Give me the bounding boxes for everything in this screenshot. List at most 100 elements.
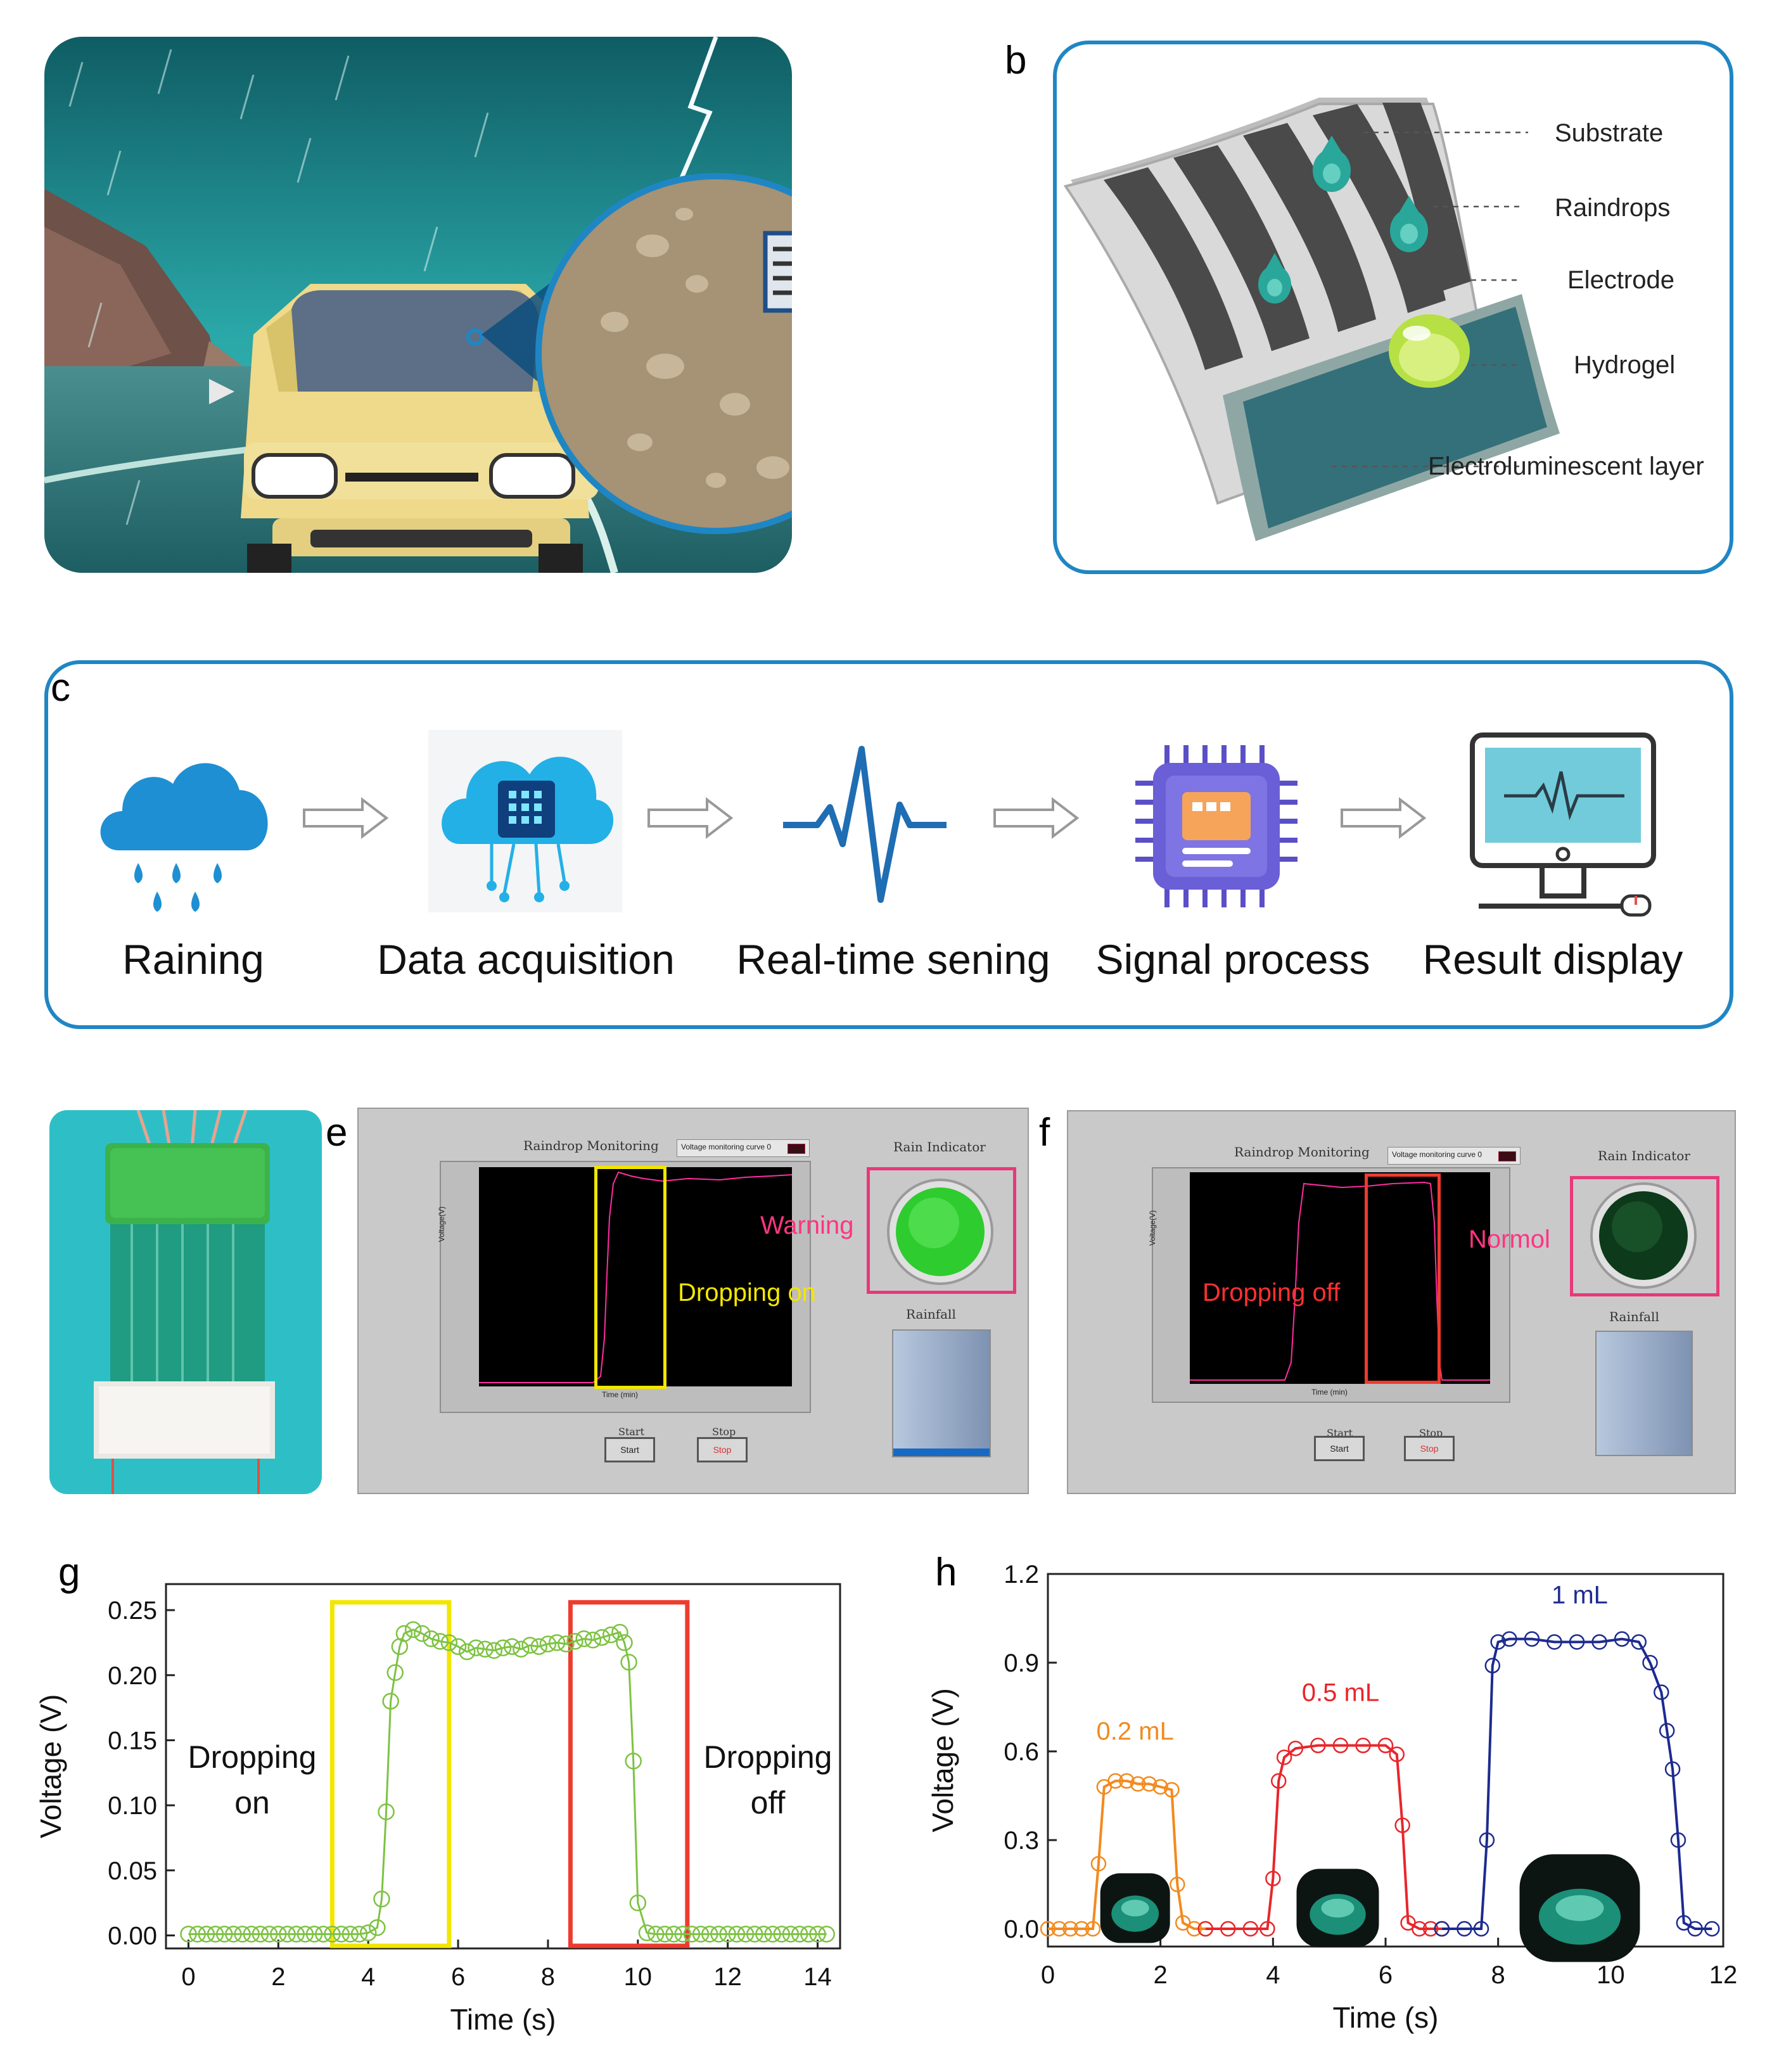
y-tick-label: 0.6 bbox=[1004, 1738, 1039, 1766]
data-point bbox=[1051, 1921, 1068, 1937]
x-tick-label: 12 bbox=[1709, 1961, 1738, 1989]
x-tick-label: 4 bbox=[361, 1963, 375, 1991]
sensor-layer-diagram bbox=[1053, 41, 1733, 574]
panel-b-frame bbox=[1053, 41, 1733, 574]
data-point bbox=[818, 1926, 835, 1943]
x-tick-label: 0 bbox=[181, 1963, 195, 1991]
label-substrate: Substrate bbox=[1555, 119, 1664, 147]
data-point bbox=[521, 1637, 539, 1654]
rain-indicator-title: Rain Indicator bbox=[1598, 1148, 1690, 1163]
legend-swatch bbox=[1498, 1151, 1516, 1161]
y-tick-label: 0.05 bbox=[108, 1857, 157, 1885]
waveform-icon bbox=[779, 732, 950, 910]
data-point bbox=[1276, 1749, 1292, 1765]
cloud-chip-icon bbox=[428, 730, 622, 912]
annotation-dropping-on-line1: Dropping bbox=[188, 1739, 317, 1775]
data-point bbox=[1591, 1634, 1607, 1650]
data-point bbox=[809, 1926, 826, 1943]
data-point bbox=[449, 1638, 467, 1655]
data-point bbox=[1152, 1779, 1168, 1795]
data-point bbox=[315, 1926, 332, 1943]
y-axis-label-f: Voltage(V) bbox=[1148, 1210, 1157, 1246]
x-tick-label: 4 bbox=[1266, 1961, 1280, 1989]
data-point bbox=[386, 1664, 404, 1681]
data-point bbox=[198, 1926, 215, 1943]
legend-label: Voltage monitoring curve 0 bbox=[681, 1142, 772, 1151]
data-point bbox=[1062, 1921, 1078, 1937]
label-electroluminescent-layer: Electroluminescent layer bbox=[1428, 452, 1704, 480]
data-point bbox=[1085, 1921, 1101, 1937]
data-point bbox=[305, 1926, 323, 1943]
data-point bbox=[476, 1640, 494, 1658]
data-point bbox=[1130, 1776, 1146, 1792]
data-point bbox=[513, 1640, 530, 1658]
data-point bbox=[431, 1633, 449, 1650]
series-line-2 bbox=[1441, 1637, 1712, 1930]
rain-indicator-lamp-on bbox=[883, 1176, 997, 1288]
data-point bbox=[279, 1926, 296, 1943]
dropping-on-highlight-box bbox=[594, 1166, 666, 1389]
legend-label: Voltage monitoring curve 0 bbox=[1392, 1150, 1482, 1159]
stop-button[interactable]: Stop bbox=[1404, 1436, 1455, 1461]
data-point bbox=[215, 1926, 233, 1943]
data-point bbox=[593, 1628, 611, 1646]
step-result-display: Result display bbox=[1422, 936, 1683, 983]
x-tick-label: 14 bbox=[803, 1963, 832, 1991]
voltage-series-line bbox=[188, 1628, 827, 1935]
data-point bbox=[1242, 1921, 1259, 1937]
data-point bbox=[494, 1639, 512, 1656]
data-point bbox=[764, 1926, 781, 1943]
monitor-display-icon bbox=[1466, 730, 1660, 923]
data-point bbox=[1479, 1832, 1495, 1848]
x-axis-label: Time (s) bbox=[450, 2003, 556, 2036]
data-point bbox=[728, 1926, 746, 1943]
data-point bbox=[324, 1926, 341, 1943]
data-point bbox=[189, 1926, 206, 1943]
data-point bbox=[737, 1926, 755, 1943]
legend-swatch bbox=[787, 1144, 805, 1154]
data-point bbox=[1170, 1876, 1185, 1893]
step-raining: Raining bbox=[122, 936, 264, 983]
x-tick-label: 0 bbox=[1041, 1961, 1055, 1989]
data-point bbox=[1687, 1921, 1703, 1937]
data-point bbox=[341, 1926, 359, 1943]
data-point bbox=[1642, 1654, 1658, 1671]
data-point bbox=[558, 1635, 575, 1653]
arrow-right-icon bbox=[1339, 796, 1428, 840]
warning-status-label: Warning bbox=[760, 1212, 854, 1239]
data-point bbox=[674, 1926, 691, 1943]
stop-button[interactable]: Stop bbox=[697, 1437, 748, 1462]
data-point bbox=[1197, 1921, 1213, 1937]
series-line-1 bbox=[1205, 1744, 1442, 1930]
y-tick-label: 0.15 bbox=[108, 1727, 157, 1755]
data-point bbox=[243, 1926, 260, 1943]
x-axis-label: Time (s) bbox=[1333, 2001, 1439, 2034]
data-point bbox=[1670, 1832, 1687, 1848]
series-label-0: 0.2 mL bbox=[1097, 1717, 1174, 1745]
data-point bbox=[382, 1692, 399, 1710]
data-point bbox=[1704, 1921, 1720, 1937]
rain-indicator-highlight-box bbox=[867, 1167, 1016, 1294]
arrow-right-icon bbox=[302, 796, 390, 840]
x-axis-label-f: Time (min) bbox=[1311, 1388, 1348, 1397]
y-axis-label: Voltage (V) bbox=[926, 1688, 959, 1832]
data-point bbox=[683, 1926, 701, 1943]
start-button[interactable]: Start bbox=[1314, 1436, 1365, 1461]
dropping-off-highlight-box bbox=[1365, 1173, 1441, 1384]
data-point bbox=[1490, 1634, 1506, 1650]
voltage-plot-screen-e bbox=[479, 1167, 792, 1386]
x-tick-label: 6 bbox=[451, 1963, 465, 1991]
plot-frame bbox=[165, 1583, 841, 1950]
start-button[interactable]: Start bbox=[604, 1437, 655, 1462]
data-point bbox=[1310, 1737, 1326, 1753]
dropping-off-box bbox=[568, 1600, 690, 1948]
data-point bbox=[1434, 1921, 1450, 1937]
data-point bbox=[566, 1633, 583, 1650]
data-point bbox=[359, 1924, 377, 1941]
y-tick-label: 0.10 bbox=[108, 1792, 157, 1820]
data-point bbox=[548, 1634, 566, 1651]
data-point bbox=[1164, 1782, 1180, 1798]
rain-indicator-lamp-off bbox=[1586, 1180, 1700, 1291]
data-point bbox=[1090, 1856, 1107, 1872]
data-point bbox=[1654, 1684, 1669, 1700]
